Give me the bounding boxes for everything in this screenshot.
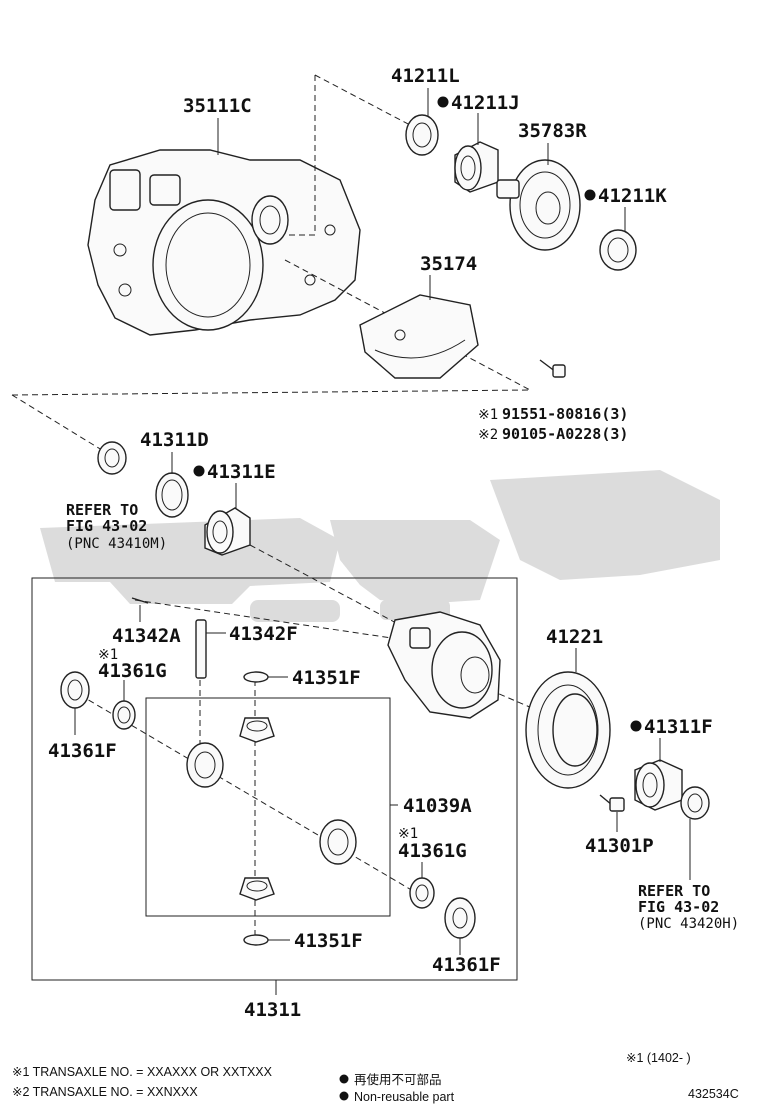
side-gear-right <box>319 819 357 865</box>
washer-41361G-left <box>112 700 136 730</box>
cover-35174 <box>359 294 479 379</box>
label-41311D: 41311D <box>140 429 209 451</box>
label-35174: 35174 <box>420 253 477 275</box>
mark-1-left: ※1 <box>98 647 118 663</box>
bearing-41311E <box>204 507 251 556</box>
label-35111C: 35111C <box>183 95 252 117</box>
footer-nonreuse-en: Non-reusable part <box>354 1090 455 1104</box>
non-reusable-legend-dot <box>339 1074 349 1084</box>
label-41311F: 41311F <box>644 716 713 738</box>
label-bolt-90105: 90105-A0228(3) <box>502 425 628 443</box>
mark-1: ※1 <box>478 407 498 423</box>
shaft-41342F <box>195 619 207 679</box>
washer-41361G-right <box>409 877 435 909</box>
bearing-41211J <box>454 141 499 193</box>
pin-41342A <box>131 597 149 604</box>
non-reusable-dot <box>630 720 642 732</box>
non-reusable-dot <box>584 189 596 201</box>
label-41342F: 41342F <box>229 623 298 645</box>
bearing-41211K <box>599 229 637 271</box>
label-41211K: 41211K <box>598 185 667 207</box>
bearing-41311F <box>634 759 683 811</box>
assembly-box-41311 <box>31 577 518 981</box>
mark-1-right: ※1 <box>398 826 418 842</box>
footer-nonreuse-jp: 再使用不可部品 <box>354 1072 442 1087</box>
assembly-box-41039A <box>145 697 391 917</box>
mark-2: ※2 <box>478 427 498 443</box>
label-41351F-bottom: 41351F <box>294 930 363 952</box>
refer-right-line2: FIG 43-02 <box>638 898 719 916</box>
pinion-gear-bottom <box>239 877 275 901</box>
refer-left-line3: (PNC 43410M) <box>66 536 167 552</box>
figure-code: 432534C <box>688 1087 739 1101</box>
label-41361F-right: 41361F <box>432 954 501 976</box>
label-41361F-left: 41361F <box>48 740 117 762</box>
gear-35783R <box>496 159 581 251</box>
seal-41311D <box>97 441 127 475</box>
non-reusable-dot <box>193 465 205 477</box>
transaxle-case <box>87 149 361 336</box>
label-41039A: 41039A <box>403 795 472 817</box>
label-41361G-left: 41361G <box>98 660 167 682</box>
label-41342A: 41342A <box>112 625 181 647</box>
refer-right-line1: REFER TO <box>638 882 710 900</box>
label-41301P: 41301P <box>585 835 654 857</box>
refer-left-line2: FIG 43-02 <box>66 517 147 535</box>
shim-41311D <box>155 472 189 518</box>
watermark-logo <box>40 470 720 622</box>
label-41361G-right: 41361G <box>398 840 467 862</box>
label-35783R: 35783R <box>518 120 587 142</box>
thrust-washer-41361F-right <box>444 897 476 939</box>
label-41221: 41221 <box>546 626 603 648</box>
footer-note-2: ※2 TRANSAXLE NO. = XXNXXX <box>12 1085 198 1099</box>
bolt-41301P <box>599 794 625 812</box>
bolt-91551 <box>539 359 566 378</box>
label-41211J: 41211J <box>451 92 520 114</box>
washer-41351F-bottom <box>243 934 269 946</box>
label-41311: 41311 <box>244 999 301 1021</box>
seal-41211L <box>405 114 439 156</box>
seal-43420H <box>680 786 710 820</box>
washer-41351F-top <box>243 671 269 683</box>
label-41351F-top: 41351F <box>292 667 361 689</box>
side-gear-left <box>186 742 224 788</box>
label-bolt-91551: 91551-80816(3) <box>502 405 628 423</box>
thrust-washer-41361F-left <box>60 671 90 709</box>
differential-case <box>387 611 501 719</box>
pinion-gear-top <box>239 717 275 743</box>
footer-note-1: ※1 TRANSAXLE NO. = XXAXXX OR XXTXXX <box>12 1065 273 1079</box>
footer-range: ※1 (1402- ) <box>626 1051 691 1065</box>
label-41211L: 41211L <box>391 65 460 87</box>
refer-left-line1: REFER TO <box>66 501 138 519</box>
non-reusable-dot <box>437 96 449 108</box>
refer-right-line3: (PNC 43420H) <box>638 916 739 932</box>
non-reusable-legend-dot <box>339 1091 349 1101</box>
label-41311E: 41311E <box>207 461 276 483</box>
ring-gear-41221 <box>525 671 611 789</box>
